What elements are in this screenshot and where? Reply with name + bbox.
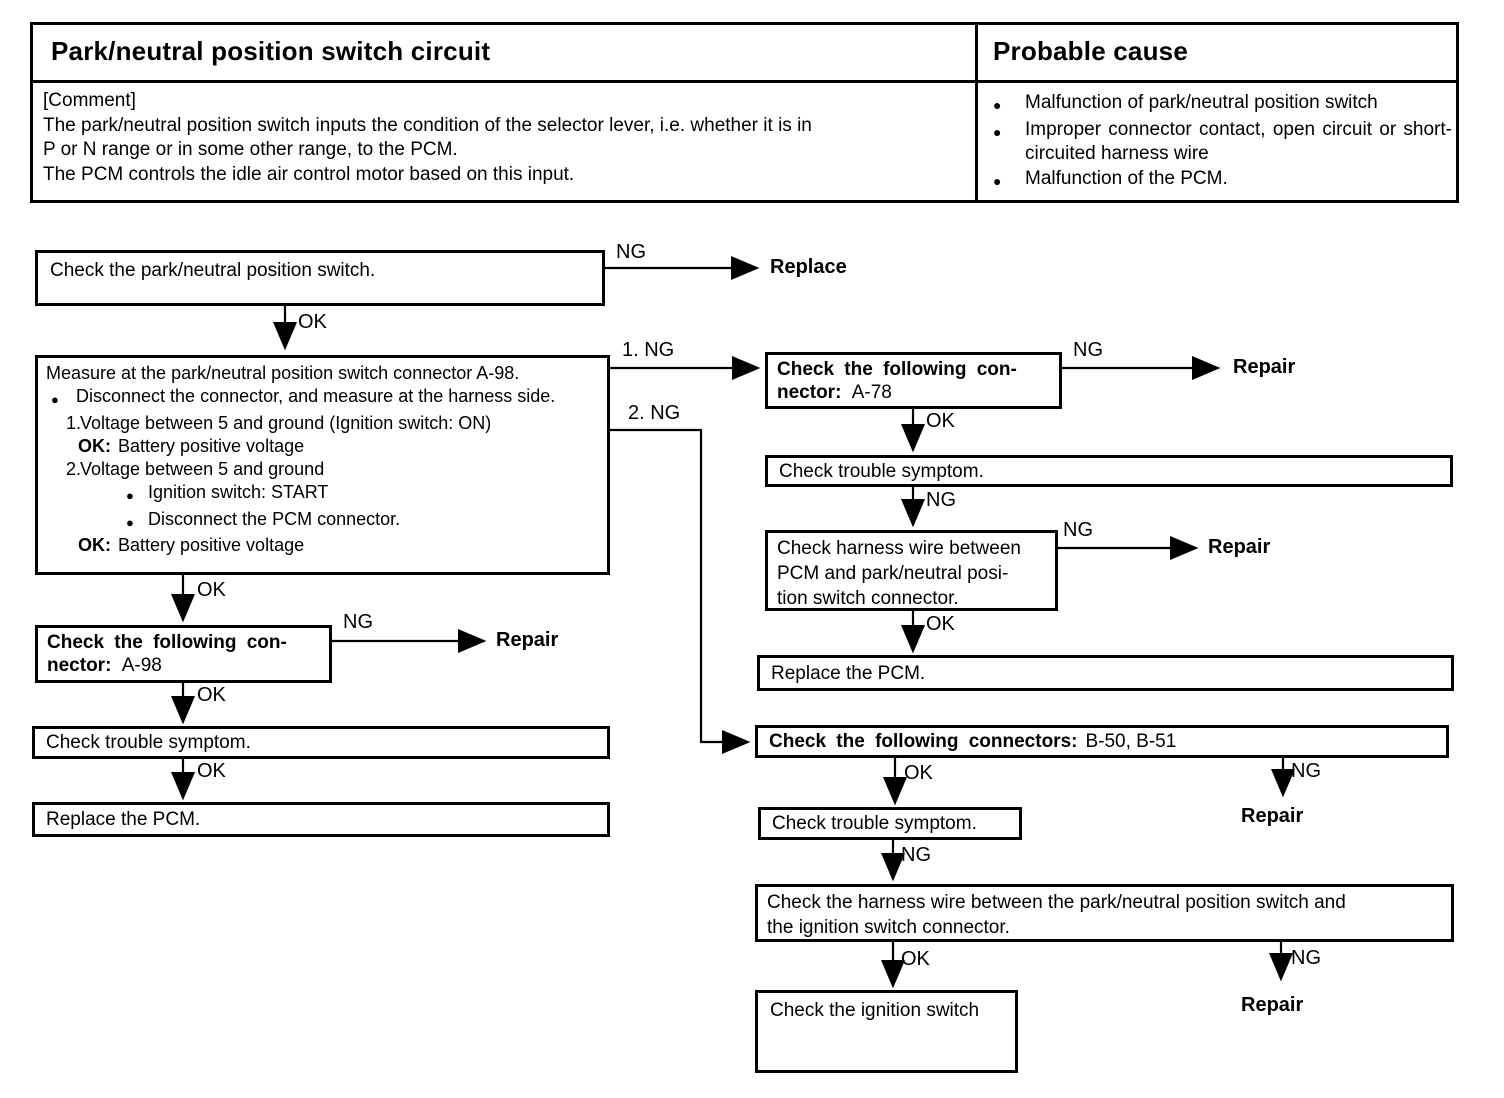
node-check-harness-ignition: Check the harness wire between the park/…: [755, 884, 1454, 942]
bullet-icon: ●: [51, 392, 59, 408]
header-row-divider: [33, 80, 1456, 83]
node-text: Replace the PCM.: [771, 662, 926, 684]
edge-label-ng: NG: [1073, 339, 1103, 361]
cause-item: ● Improper connector contact, open circu…: [990, 118, 1452, 167]
cause-text: Malfunction of park/neutral position swi…: [1025, 92, 1378, 113]
node-text: Check the following con-: [47, 632, 287, 653]
node-text: Check the harness wire between the park/…: [767, 892, 1346, 913]
bullet-icon: ●: [126, 488, 134, 504]
edge-label-ok: OK: [197, 684, 226, 706]
node-replace-pcm-right: Replace the PCM.: [757, 655, 1454, 691]
terminal-repair: Repair: [496, 629, 559, 651]
edge-label-ng: NG: [926, 489, 956, 511]
edge-label-ok: OK: [926, 410, 955, 432]
node-check-ignition-switch: Check the ignition switch: [755, 990, 1018, 1073]
cause-item: ● Malfunction of park/neutral position s…: [990, 91, 1452, 118]
arrow-2ng-to-b50: [610, 428, 751, 755]
edge-label-ok: OK: [904, 762, 933, 784]
node-text: nector:: [777, 382, 842, 403]
bullet-icon: ●: [993, 97, 1002, 113]
ok-label: OK:: [78, 435, 111, 456]
edge-label-ng: NG: [1291, 947, 1321, 969]
terminal-replace: Replace: [770, 256, 847, 278]
node-text: Check harness wire between: [777, 538, 1021, 559]
edge-label-ng: NG: [616, 241, 646, 263]
edge-label-2ng: 2. NG: [628, 402, 681, 424]
node-text: Check the following con-: [777, 359, 1017, 380]
node-check-trouble-symptom-left: Check trouble symptom.: [32, 726, 610, 759]
comment-section: [Comment] The park/neutral position swit…: [43, 89, 958, 187]
comment-line: The park/neutral position switch inputs …: [43, 114, 812, 136]
connector-id: A-78: [851, 382, 892, 403]
node-check-trouble-symptom-b: Check trouble symptom.: [758, 807, 1022, 840]
ok-value: Battery positive voltage: [118, 435, 305, 456]
edge-label-ok: OK: [298, 311, 327, 333]
node-text: Check trouble symptom.: [46, 732, 251, 753]
connector-id: A-98: [121, 655, 162, 676]
node-check-harness-pcm: Check harness wire between PCM and park/…: [765, 530, 1058, 611]
header-column-divider: [975, 25, 978, 200]
terminal-repair: Repair: [1233, 356, 1296, 378]
step-number: 2.: [66, 459, 82, 480]
edge-label-ng: NG: [1291, 760, 1321, 782]
cause-text: Malfunction of the PCM.: [1025, 167, 1228, 189]
comment-line: The PCM controls the idle air control mo…: [43, 163, 575, 185]
terminal-repair: Repair: [1241, 994, 1304, 1016]
edge-label-ok: OK: [926, 613, 955, 635]
node-text: nector:: [47, 655, 112, 676]
edge-label-ng: NG: [343, 611, 373, 633]
node-text: PCM and park/neutral posi-: [777, 563, 1009, 584]
ok-label: OK:: [78, 535, 111, 556]
node-text: Check the following connectors:: [769, 731, 1078, 752]
terminal-repair: Repair: [1241, 805, 1304, 827]
bullet-icon: ●: [993, 172, 1002, 189]
cause-text: Improper connector contact, open circuit…: [1025, 118, 1452, 165]
edge-label-ng: NG: [1063, 519, 1093, 541]
probable-cause-title: Probable cause: [993, 36, 1188, 66]
edge-label-ok: OK: [197, 760, 226, 782]
node-text: Disconnect the connector, and measure at…: [76, 386, 556, 407]
terminal-repair: Repair: [1208, 536, 1271, 558]
node-check-park-neutral-switch: Check the park/neutral position switch.: [35, 250, 605, 306]
bullet-icon: ●: [993, 123, 1002, 140]
ok-value: Battery positive voltage: [118, 535, 305, 556]
node-text: Measure at the park/neutral position swi…: [46, 363, 520, 383]
edge-label-ok: OK: [197, 579, 226, 601]
step-number: 1.: [66, 412, 82, 433]
node-text: Voltage between 5 and ground (Ignition s…: [80, 412, 492, 433]
node-check-trouble-symptom-a78: Check trouble symptom.: [765, 455, 1453, 487]
connector-id: B-50, B-51: [1085, 731, 1177, 752]
node-replace-pcm-left: Replace the PCM.: [32, 802, 610, 837]
comment-line: P or N range or in some other range, to …: [43, 139, 458, 160]
node-text: Check trouble symptom.: [779, 460, 984, 482]
node-text: Check the park/neutral position switch.: [50, 260, 376, 281]
node-measure-connector-a98: Measure at the park/neutral position swi…: [35, 355, 610, 575]
node-text: Ignition switch: START: [148, 482, 329, 503]
edge-label-ng: NG: [901, 844, 931, 866]
cause-item: ● Malfunction of the PCM.: [990, 167, 1452, 194]
comment-label: [Comment]: [43, 90, 136, 111]
probable-cause-list: ● Malfunction of park/neutral position s…: [990, 91, 1452, 193]
node-text: Check trouble symptom.: [772, 813, 977, 834]
node-check-connectors-b50-b51: Check the following connectors: B-50, B-…: [755, 725, 1449, 758]
bullet-icon: ●: [126, 514, 134, 530]
node-text: Voltage between 5 and ground: [80, 459, 325, 480]
node-text: tion switch connector.: [777, 588, 959, 609]
header-table: Park/neutral position switch circuit Pro…: [30, 22, 1459, 203]
edge-label-ok: OK: [901, 948, 930, 970]
edge-label-1ng: 1. NG: [622, 339, 675, 361]
node-text: Replace the PCM.: [46, 809, 201, 830]
node-check-connector-a78: Check the following con- nector: A-78: [765, 352, 1062, 409]
node-check-connector-a98: Check the following con- nector: A-98: [35, 625, 332, 683]
page-title: Park/neutral position switch circuit: [51, 36, 491, 66]
node-text: Check the ignition switch: [770, 1000, 980, 1021]
node-text: Disconnect the PCM connector.: [148, 508, 401, 529]
node-text: the ignition switch connector.: [767, 917, 1010, 938]
